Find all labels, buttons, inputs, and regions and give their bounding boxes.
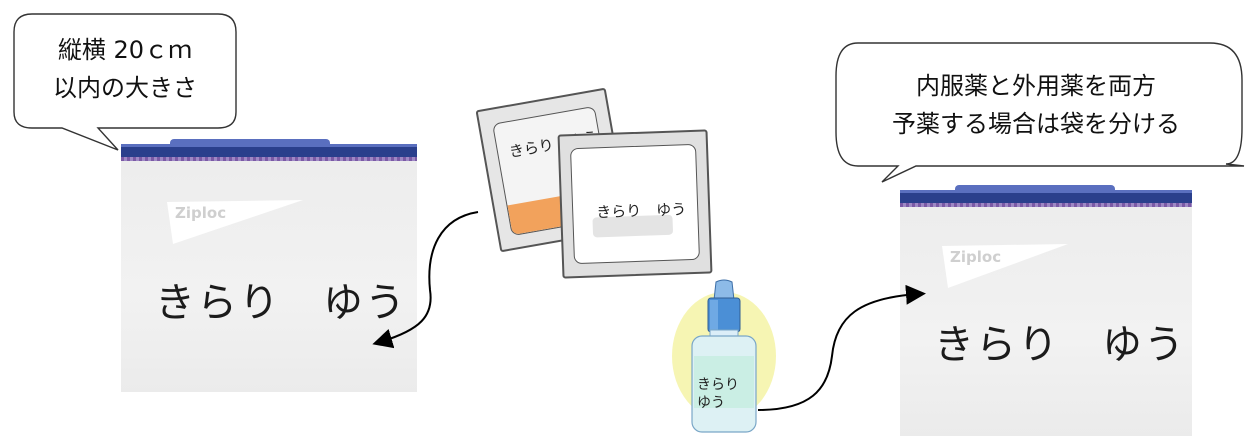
arrow-packet-to-left-bag xyxy=(380,212,478,342)
arrow-bottle-to-right-bag xyxy=(758,294,918,410)
